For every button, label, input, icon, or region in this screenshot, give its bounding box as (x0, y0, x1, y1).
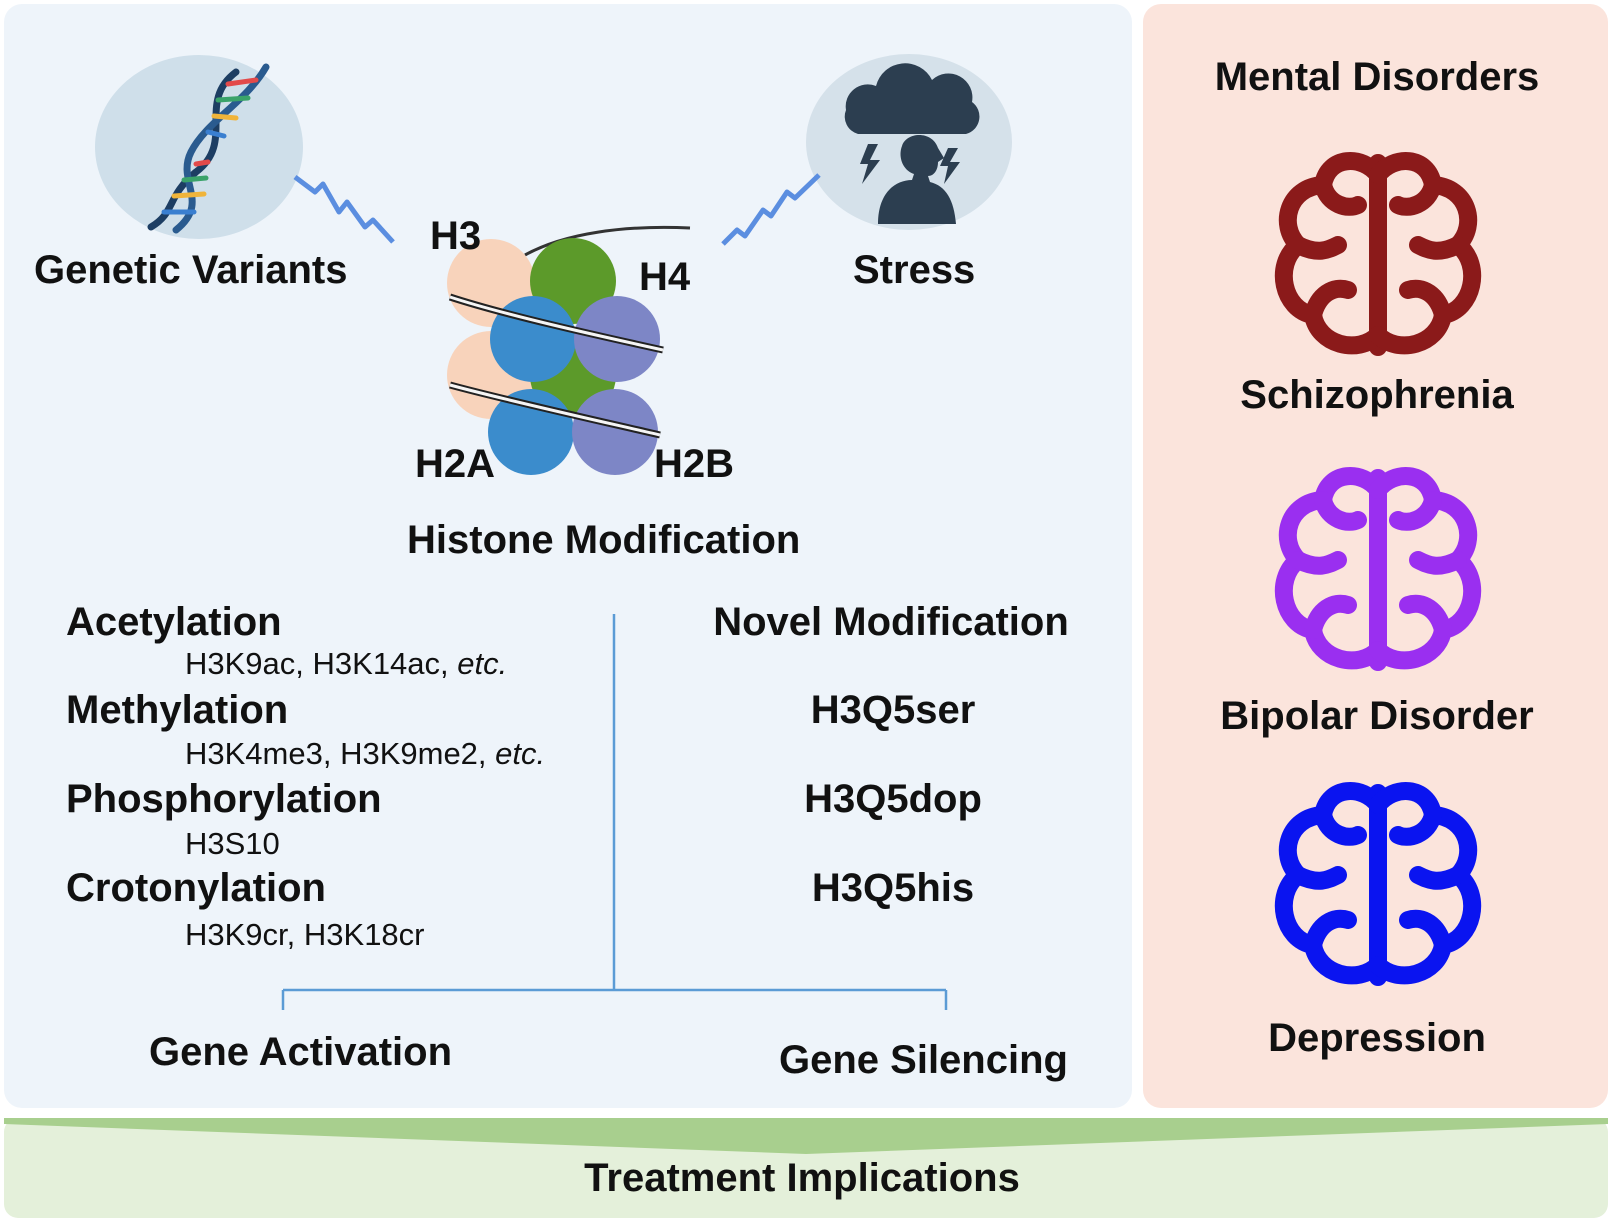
novel-mod-h3q5dop: H3Q5dop (804, 777, 982, 821)
brain-icon (1274, 782, 1482, 986)
novel-modification-title: Novel Modification (713, 600, 1069, 644)
dna-icon (95, 55, 303, 239)
stress-signal-line (721, 173, 821, 246)
gene-silencing-label: Gene Silencing (779, 1038, 1068, 1082)
h2a-label: H2A (415, 442, 496, 486)
nucleosome-diagram (447, 225, 691, 475)
mod-methylation: Methylation (66, 688, 289, 732)
stress-label: Stress (853, 248, 976, 292)
h3-label: H3 (430, 214, 482, 258)
mod-crotonylation-examples: H3K9cr, H3K18cr (185, 917, 425, 952)
brain-icon (1274, 152, 1482, 356)
outcome-connector (281, 614, 948, 1010)
disorder-schizophrenia: Schizophrenia (1240, 373, 1514, 417)
disorder-bipolar: Bipolar Disorder (1220, 694, 1534, 738)
novel-mod-h3q5ser: H3Q5ser (810, 688, 976, 732)
genetic-signal-line (293, 175, 395, 244)
mod-phosphorylation: Phosphorylation (66, 777, 382, 821)
disorder-depression: Depression (1268, 1016, 1486, 1060)
h4-label: H4 (639, 255, 691, 299)
histone-modification-title: Histone Modification (407, 518, 801, 562)
mod-phosphorylation-examples: H3S10 (185, 826, 280, 861)
novel-mod-h3q5his: H3Q5his (811, 866, 975, 910)
brain-icon (1274, 467, 1482, 671)
stress-icon (806, 54, 1012, 230)
treatment-banner (4, 1118, 1608, 1218)
mod-acetylation: Acetylation (66, 600, 282, 644)
mod-acetylation-examples: H3K9ac, H3K14ac, etc. (185, 646, 508, 681)
treatment-implications-label: Treatment Implications (584, 1156, 1020, 1200)
mental-disorders-title: Mental Disorders (1214, 55, 1540, 99)
genetic-variants-label: Genetic Variants (34, 248, 348, 292)
mod-crotonylation: Crotonylation (66, 866, 326, 910)
gene-activation-label: Gene Activation (149, 1030, 453, 1074)
h2b-label: H2B (654, 442, 735, 486)
mod-methylation-examples: H3K4me3, H3K9me2, etc. (185, 736, 546, 771)
